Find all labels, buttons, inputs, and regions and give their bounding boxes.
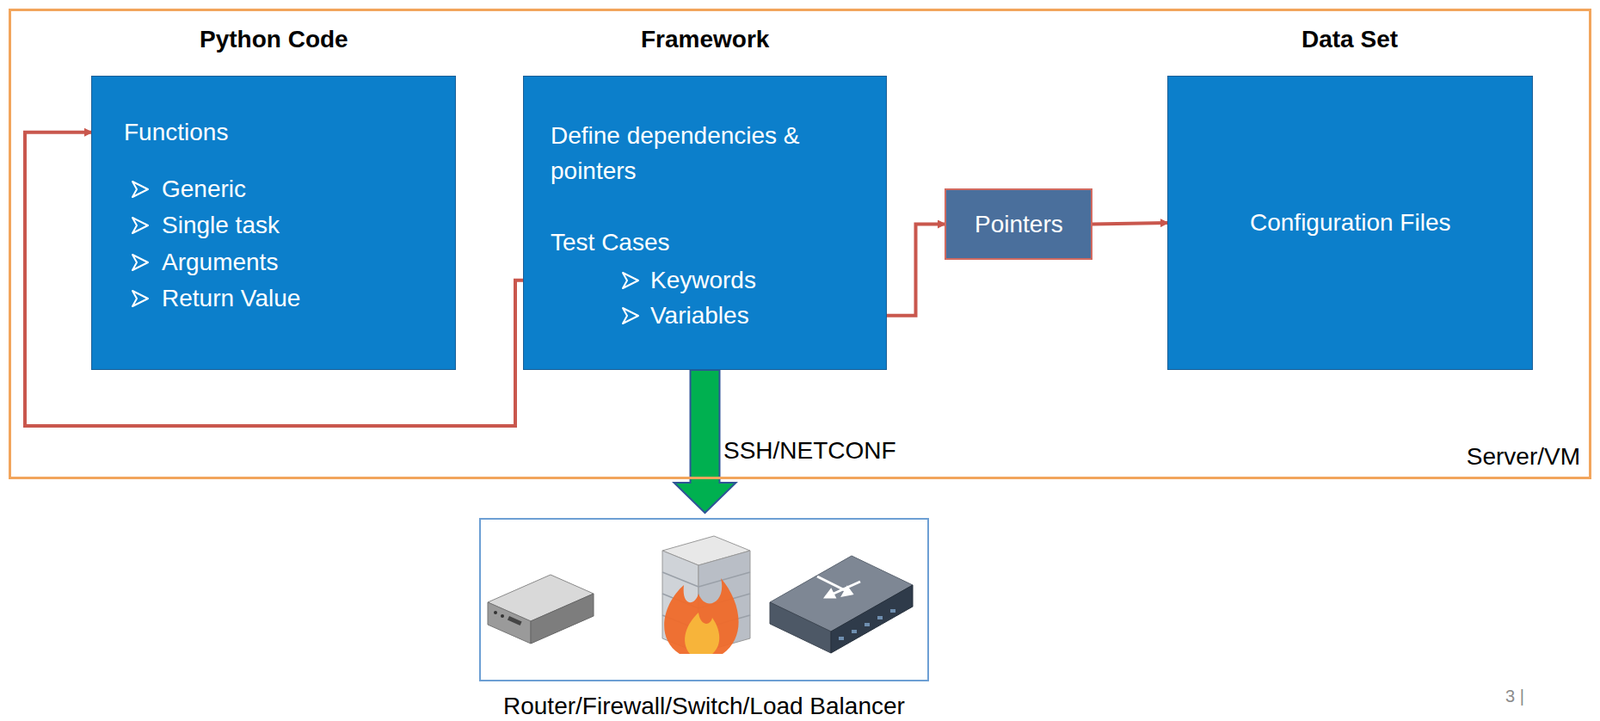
box-text: Configuration Files [1249,208,1451,238]
flow-connector [1092,222,1168,225]
box-text: Define dependencies & pointers [550,117,861,189]
bullet-arrow [130,252,150,272]
bullet-arrow [130,289,150,308]
box-text: Pointers [974,209,1064,240]
bullet-item: Variables [650,301,750,331]
data-box: Data SetConfiguration Files [1167,75,1533,370]
code-box: Python CodeFunctionsGenericSingle taskAr… [91,75,456,370]
firewall-icon [662,535,751,654]
region-label: Server/VM [1466,442,1581,472]
bullet-arrow [621,270,640,290]
bullet-item: Generic [161,174,247,204]
server-region: Server/VM Python CodeFunctionsGenericSing… [8,8,1592,480]
page-number: 3 | [1505,685,1525,707]
bullet-arrow [621,306,640,326]
box-heading: Data Set [1301,24,1398,55]
device-box: Router/Firewall/Switch/Load Balancer [479,517,930,682]
framework-box: FrameworkDefine dependencies & pointersT… [523,75,887,370]
bullet-arrow [130,215,150,235]
flow-connector [886,224,945,316]
switch-icon [769,555,913,653]
bullet-item: Return Value [161,283,301,314]
router-icon [487,574,594,644]
edge-label: SSH/NETCONF [723,436,897,466]
box-text: Test Cases [550,227,671,258]
pointer-box: Pointers [944,188,1093,260]
box-text: Functions [123,117,228,148]
bullet-arrow [130,179,150,199]
box-caption: Router/Firewall/Switch/Load Balancer [503,691,905,721]
bullet-item: Single task [161,210,280,240]
box-heading: Python Code [199,24,349,55]
bullet-item: Arguments [161,247,278,277]
box-heading: Framework [640,24,770,55]
bullet-item: Keywords [650,265,757,296]
